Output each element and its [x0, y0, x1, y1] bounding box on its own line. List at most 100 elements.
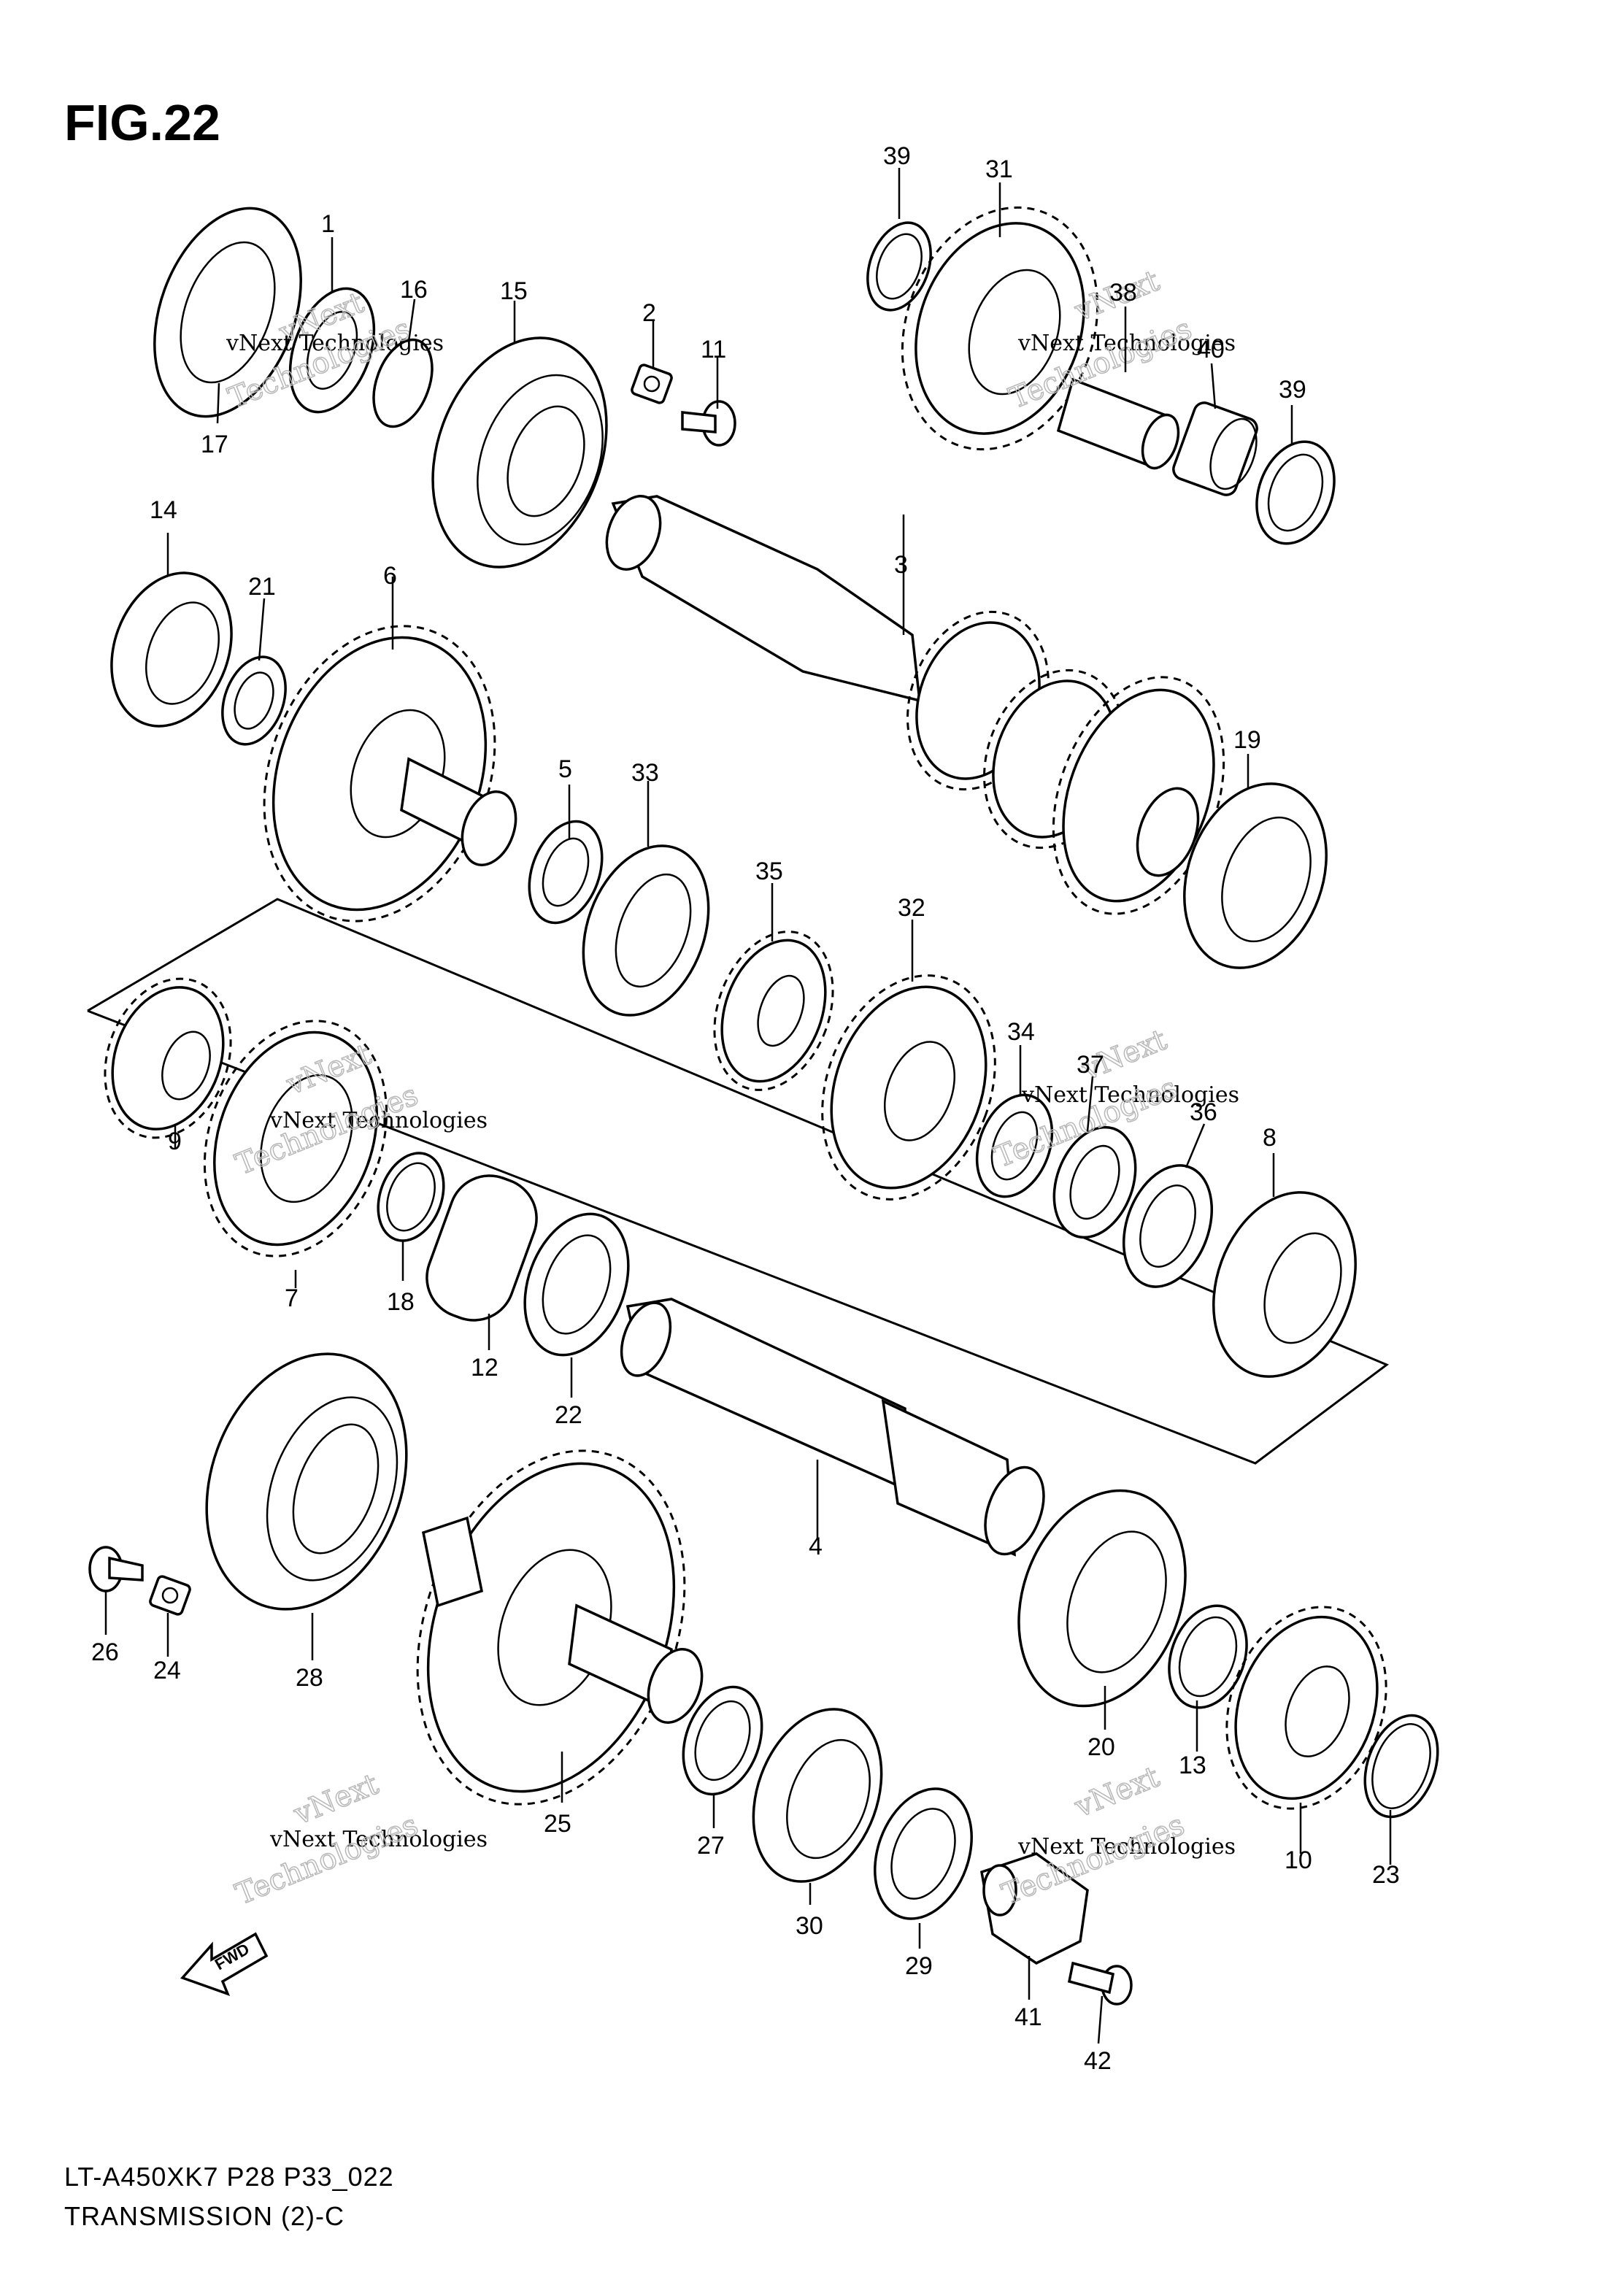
assembly-outline	[87, 898, 1389, 1465]
bushing-38	[1056, 377, 1180, 470]
callout-32: 32	[898, 894, 925, 922]
needle-bearing-40	[1172, 401, 1258, 496]
svg-text:vNext Technologies: vNext Technologies	[1017, 331, 1236, 356]
callout-41: 41	[1014, 2003, 1042, 2031]
callout-38: 38	[1109, 279, 1137, 307]
svg-text:Technologies: Technologies	[231, 1808, 423, 1911]
callout-13: 13	[1179, 1752, 1206, 1779]
gear-7	[203, 1020, 388, 1257]
callout-20: 20	[1087, 1733, 1115, 1761]
callout-30: 30	[796, 1912, 823, 1940]
circlip-23	[1363, 1714, 1439, 1819]
callout-35: 35	[755, 858, 783, 885]
svg-text:vNext Technologies: vNext Technologies	[226, 331, 444, 356]
circlip-13	[1168, 1604, 1248, 1709]
callout-14: 14	[150, 496, 177, 524]
callout-36: 36	[1190, 1098, 1217, 1126]
bushing-5	[528, 820, 604, 925]
bolt-42	[1067, 1961, 1133, 2006]
countershaft-4	[620, 1298, 1045, 1557]
washer-22	[523, 1212, 630, 1357]
figure-title: FIG.22	[64, 94, 220, 151]
gear-32	[821, 974, 996, 1201]
gear-8	[1212, 1191, 1357, 1378]
callout-17: 17	[201, 431, 228, 458]
callout-10: 10	[1285, 1846, 1312, 1874]
bolt-26	[88, 1546, 144, 1592]
callout-6: 6	[383, 562, 397, 590]
washer-39-lower	[1255, 440, 1336, 545]
callout-11: 11	[701, 336, 726, 363]
washer-24	[149, 1575, 191, 1616]
fwd-arrow-icon: FWD	[180, 1932, 269, 1996]
gear-10	[1225, 1606, 1387, 1810]
callout-28: 28	[296, 1664, 323, 1692]
shift-hub-33	[582, 844, 710, 1017]
driveshaft-3	[605, 495, 1225, 915]
bearing-14	[110, 571, 233, 728]
gear-9	[104, 977, 232, 1139]
callout-40: 40	[1197, 336, 1225, 363]
gear-31	[901, 206, 1099, 451]
callout-33: 33	[631, 759, 659, 787]
callout-15: 15	[500, 277, 528, 305]
callout-23: 23	[1372, 1861, 1400, 1889]
bearing-20	[1017, 1489, 1187, 1708]
callout-7: 7	[285, 1284, 299, 1312]
callout-18: 18	[387, 1288, 415, 1316]
oil-seal-29	[874, 1787, 973, 1920]
gear-25	[416, 1449, 704, 1806]
bearing-19	[1183, 782, 1328, 969]
section-title: TRANSMISSION (2)-C	[64, 2201, 345, 2231]
svg-text:vNext: vNext	[1070, 1760, 1164, 1825]
gear-6	[263, 625, 517, 922]
callout-22: 22	[555, 1401, 582, 1429]
callout-1: 1	[321, 210, 335, 238]
svg-text:vNext Technologies: vNext Technologies	[269, 1827, 488, 1852]
circlip-12	[426, 1174, 538, 1322]
bushing-34	[975, 1093, 1054, 1198]
callout-39-upper: 39	[883, 142, 911, 170]
bearing-28	[205, 1352, 408, 1611]
svg-text:vNext Technologies: vNext Technologies	[269, 1108, 488, 1133]
callout-31: 31	[985, 155, 1013, 183]
callout-24: 24	[153, 1657, 181, 1684]
callout-12: 12	[471, 1354, 498, 1382]
callout-3: 3	[894, 551, 908, 579]
callout-42: 42	[1084, 2047, 1112, 2075]
callout-16: 16	[400, 276, 428, 304]
model-code: LT-A450XK7 P28 P33_022	[64, 2162, 394, 2192]
callout-27: 27	[697, 1832, 725, 1860]
bearing-30	[752, 1708, 883, 1883]
sensor-41	[980, 1852, 1089, 1965]
callout-26: 26	[91, 1638, 119, 1666]
callout-25: 25	[544, 1810, 571, 1838]
svg-text:vNext Technologies: vNext Technologies	[1021, 1082, 1239, 1108]
washer-2	[631, 363, 673, 404]
leader-lines	[104, 168, 1392, 2044]
callout-39-lower: 39	[1279, 376, 1306, 404]
oil-seal-17	[153, 207, 302, 418]
gear-35	[713, 931, 834, 1091]
callout-8: 8	[1263, 1124, 1277, 1152]
callout-9: 9	[168, 1128, 182, 1155]
svg-text:vNext: vNext	[289, 1768, 383, 1832]
callout-34: 34	[1007, 1018, 1035, 1046]
watermark-bottom-left: vNext vNext Technologies Technologies	[231, 1767, 488, 1912]
lock-washer-37	[1052, 1125, 1137, 1239]
washer-39-upper	[866, 221, 932, 312]
watermark-bottom-right: vNext vNext Technologies Technologies	[997, 1760, 1236, 1912]
washer-21	[221, 655, 287, 746]
bearing-1	[288, 287, 376, 414]
bushing-27	[682, 1685, 763, 1796]
svg-text:vNext Technologies: vNext Technologies	[1017, 1834, 1236, 1860]
callout-19: 19	[1233, 726, 1261, 754]
callout-4: 4	[809, 1533, 823, 1560]
callout-29: 29	[905, 1952, 933, 1980]
callout-5: 5	[558, 755, 572, 783]
bushing-18	[377, 1152, 445, 1242]
callout-21: 21	[248, 573, 276, 601]
lock-washer-36	[1122, 1164, 1214, 1288]
